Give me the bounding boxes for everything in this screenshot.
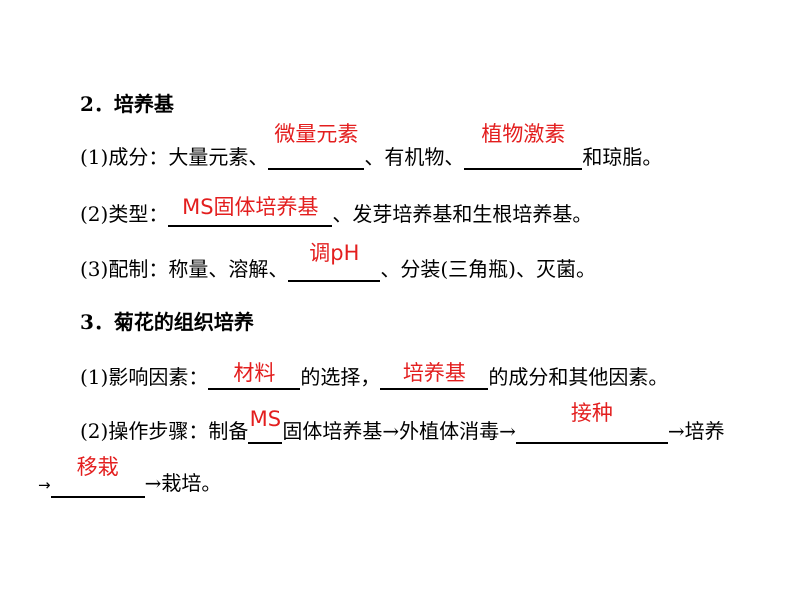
blank-inoculation: 接种 bbox=[515, 401, 668, 444]
preparation-prefix: (3)配制：称量、溶解、 bbox=[80, 257, 289, 281]
steps-line-continued: → 移栽 →栽培。 bbox=[38, 455, 222, 498]
composition-suffix: 和琼脂。 bbox=[582, 145, 663, 169]
blank-ms-medium: MS固体培养基 bbox=[168, 195, 333, 227]
blank-plant-hormones: 植物激素 bbox=[464, 122, 583, 170]
type-suffix: 、发芽培养基和生根培养基。 bbox=[332, 202, 593, 226]
answer-medium: 培养基 bbox=[402, 361, 466, 385]
section-3-title-text: 3．菊花的组织培养 bbox=[80, 310, 254, 334]
blank-medium: 培养基 bbox=[380, 361, 489, 390]
answer-ms-medium: MS固体培养基 bbox=[182, 195, 319, 219]
preparation-suffix: 、分装(三角瓶)、灭菌。 bbox=[380, 257, 596, 281]
answer-adjust-ph: 调pH bbox=[309, 241, 360, 265]
composition-line: (1)成分：大量元素、微量元素、有机物、植物激素和琼脂。 bbox=[80, 122, 663, 170]
factors-prefix: (1)影响因素： bbox=[80, 365, 209, 389]
blank-transplant: 移栽 bbox=[50, 455, 145, 498]
blank-ms: MS bbox=[248, 407, 283, 444]
steps-mid: 固体培养基→外植体消毒→ bbox=[282, 419, 516, 443]
answer-ms: MS bbox=[249, 407, 282, 431]
section-2-title: 2．培养基 bbox=[80, 91, 174, 117]
steps-suffix: →培养 bbox=[667, 419, 725, 443]
composition-prefix: (1)成分：大量元素、 bbox=[80, 145, 269, 169]
section-2-title-text: 2．培养基 bbox=[80, 92, 174, 116]
answer-material: 材料 bbox=[233, 361, 276, 385]
blank-trace-elements: 微量元素 bbox=[268, 122, 365, 170]
factors-suffix: 的成分和其他因素。 bbox=[488, 365, 669, 389]
factors-line: (1)影响因素： 材料的选择， 培养基的成分和其他因素。 bbox=[80, 361, 669, 390]
blank-adjust-ph: 调pH bbox=[288, 241, 381, 282]
answer-inoculation: 接种 bbox=[570, 401, 613, 425]
answer-transplant: 移栽 bbox=[76, 455, 119, 479]
steps-continued-prefix: → bbox=[38, 476, 51, 494]
answer-plant-hormones: 植物激素 bbox=[481, 122, 566, 146]
blank-material: 材料 bbox=[208, 361, 301, 390]
steps-continued-suffix: →栽培。 bbox=[144, 471, 222, 495]
preparation-line: (3)配制：称量、溶解、调pH 、分装(三角瓶)、灭菌。 bbox=[80, 241, 596, 282]
steps-prefix: (2)操作步骤：制备 bbox=[80, 419, 249, 443]
answer-trace-elements: 微量元素 bbox=[274, 122, 359, 146]
composition-mid: 、有机物、 bbox=[364, 145, 465, 169]
type-line: (2)类型： MS固体培养基、发芽培养基和生根培养基。 bbox=[80, 195, 593, 227]
type-prefix: (2)类型： bbox=[80, 202, 169, 226]
section-3-title: 3．菊花的组织培养 bbox=[80, 309, 254, 335]
factors-mid: 的选择， bbox=[300, 365, 381, 389]
